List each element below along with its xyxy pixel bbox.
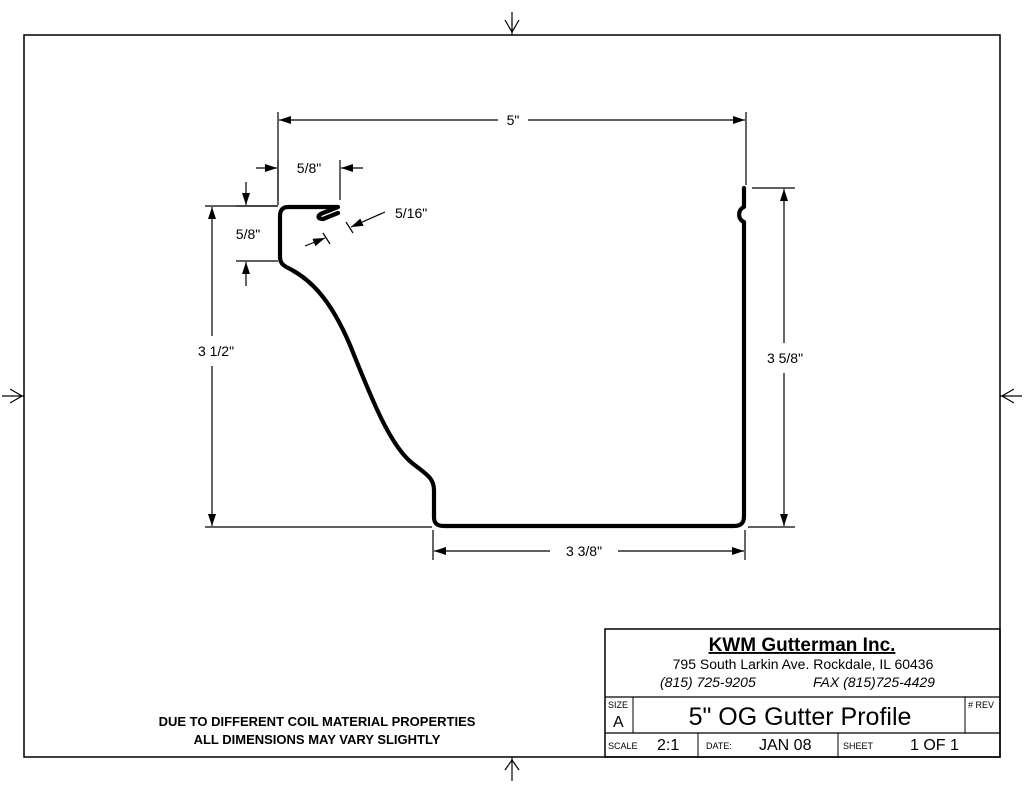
dimension-bottom-width xyxy=(432,530,746,560)
company-fax: FAX (815)725-4429 xyxy=(813,674,935,690)
company-name: KWM Gutterman Inc. xyxy=(709,635,896,656)
company-address: 795 South Larkin Ave. Rockdale, IL 60436 xyxy=(673,656,934,672)
sheet-value: 1 OF 1 xyxy=(910,737,959,754)
rev-label: # REV xyxy=(968,700,994,710)
drawing-title: 5" OG Gutter Profile xyxy=(689,703,912,731)
dimension-lip-height-label: 5/8" xyxy=(236,226,260,242)
dimension-back-height-label: 3 5/8" xyxy=(767,350,803,366)
scale-value: 2:1 xyxy=(657,737,679,754)
dimension-lip-width-label: 5/8" xyxy=(297,160,321,176)
dimension-overall-width-label: 5" xyxy=(507,112,520,128)
note-line-1: DUE TO DIFFERENT COIL MATERIAL PROPERTIE… xyxy=(159,714,476,729)
dimension-bead xyxy=(304,211,386,247)
gutter-profile xyxy=(277,185,747,529)
dimension-front-height xyxy=(205,205,432,528)
scale-label: SCALE xyxy=(608,741,638,751)
center-mark-right xyxy=(1000,388,1022,404)
note-line-2: ALL DIMENSIONS MAY VARY SLIGHTLY xyxy=(194,732,441,747)
center-mark-top xyxy=(504,12,520,35)
date-value: JAN 08 xyxy=(759,737,812,754)
center-mark-left xyxy=(2,388,24,404)
dimension-lip-width xyxy=(256,160,363,200)
dimension-bottom-width-label: 3 3/8" xyxy=(566,543,602,559)
title-block xyxy=(604,628,1001,758)
dimension-back-height xyxy=(748,187,795,528)
dimension-front-height-label: 3 1/2" xyxy=(198,343,234,359)
size-label: SIZE xyxy=(608,700,628,710)
dimension-bead-label: 5/16" xyxy=(395,205,427,221)
sheet-label: SHEET xyxy=(843,741,874,751)
size-value: A xyxy=(613,714,624,731)
date-label: DATE: xyxy=(706,741,732,751)
center-mark-bottom xyxy=(504,757,520,781)
company-phone: (815) 725-9205 xyxy=(660,674,756,690)
